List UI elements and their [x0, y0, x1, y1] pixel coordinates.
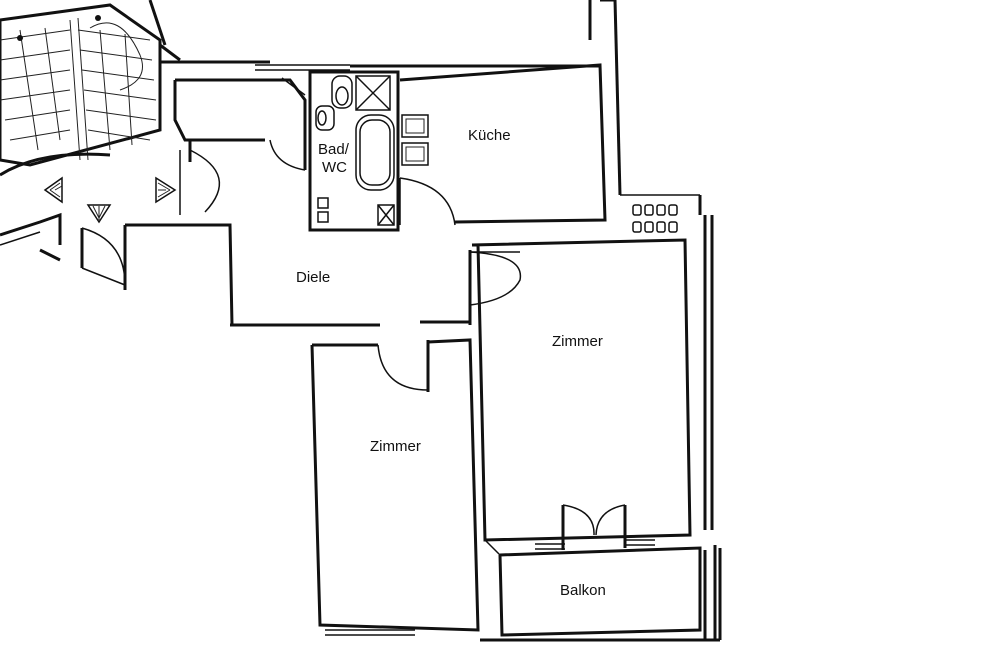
arrow-left-icon [43, 176, 63, 204]
room-label-bath-line1: Bad/ [318, 141, 350, 158]
balcony: Balkon [484, 504, 702, 637]
room-left: Zimmer [310, 338, 480, 636]
adjacent-walls [700, 548, 722, 641]
bathroom: Bad/ WC [308, 70, 400, 232]
room-label-bath-line2: WC [322, 159, 347, 176]
room-label-balcony: Balkon [560, 582, 606, 599]
room-label-hallway: Diele [296, 269, 330, 286]
storage-room [173, 77, 307, 171]
room-label-room-right: Zimmer [552, 333, 603, 350]
landing [0, 149, 221, 290]
kitchen: Küche [399, 63, 607, 224]
arrow-down-icon [86, 204, 112, 224]
arrow-right-icon [155, 176, 177, 204]
balcony-door [561, 504, 627, 550]
room-label-room-left: Zimmer [370, 438, 421, 455]
room-right: Zimmer [471, 238, 692, 542]
staircase [0, 3, 162, 167]
exterior-walls [148, 0, 720, 642]
radiator-icon [632, 204, 678, 233]
room-label-kitchen: Küche [468, 127, 511, 144]
